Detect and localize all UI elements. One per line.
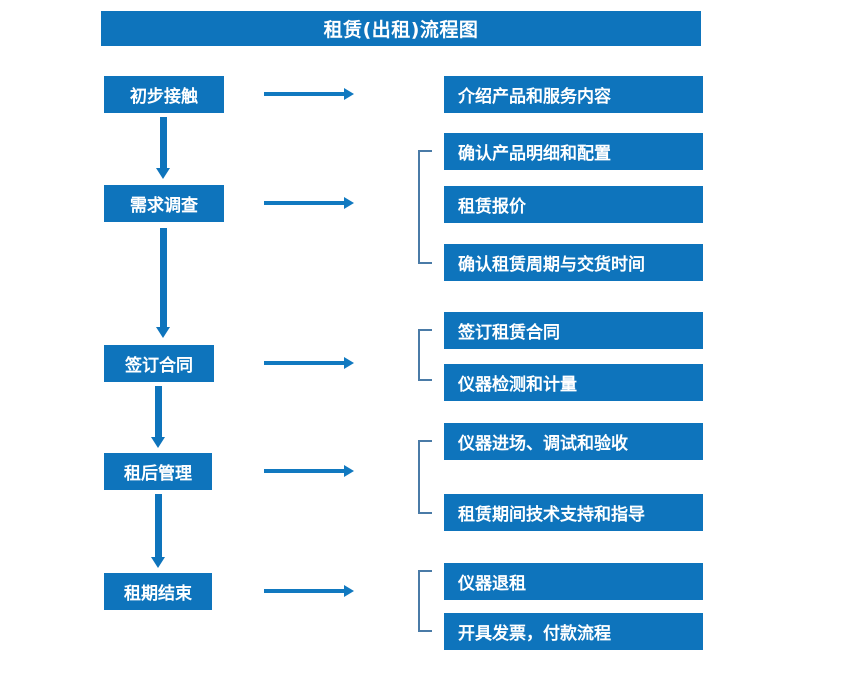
detail-label: 确认租赁周期与交货时间: [458, 255, 645, 275]
detail-arrow-right-icon-2: [264, 197, 354, 209]
detail-arrow-right-icon-4: [264, 465, 354, 477]
detail-label: 租赁期间技术支持和指导: [458, 505, 645, 525]
stage-box-初步接触[interactable]: 初步接触: [104, 76, 224, 113]
stage-label: 签订合同: [125, 356, 193, 376]
detail-arrow-right-icon-1: [264, 88, 354, 100]
detail-label: 仪器检测和计量: [458, 375, 577, 395]
detail-label: 确认产品明细和配置: [458, 144, 611, 164]
detail-box-确认租赁周期与交货时间[interactable]: 确认租赁周期与交货时间: [444, 244, 703, 281]
stage-box-需求调查[interactable]: 需求调查: [104, 185, 224, 222]
flow-arrow-down-icon-2: [156, 228, 170, 338]
stage-label: 租后管理: [124, 464, 192, 484]
stage-label: 租期结束: [124, 584, 192, 604]
detail-label: 开具发票，付款流程: [458, 624, 611, 644]
stage-label: 需求调查: [130, 196, 198, 216]
stage-label: 初步接触: [130, 87, 198, 107]
group-bracket-4: [418, 440, 432, 514]
detail-label: 介绍产品和服务内容: [458, 87, 611, 107]
group-bracket-2: [418, 150, 432, 264]
detail-box-签订租赁合同[interactable]: 签订租赁合同: [444, 312, 703, 349]
detail-box-仪器检测和计量[interactable]: 仪器检测和计量: [444, 364, 703, 401]
stage-box-签订合同[interactable]: 签订合同: [104, 345, 214, 382]
page-title: 租赁(出租)流程图: [101, 11, 701, 46]
detail-box-租赁报价[interactable]: 租赁报价: [444, 186, 703, 223]
detail-label: 仪器进场、调试和验收: [458, 434, 628, 454]
detail-box-租赁期间技术支持和指导[interactable]: 租赁期间技术支持和指导: [444, 494, 703, 531]
detail-label: 签订租赁合同: [458, 323, 560, 343]
detail-arrow-right-icon-3: [264, 357, 354, 369]
stage-box-租后管理[interactable]: 租后管理: [104, 453, 212, 490]
detail-arrow-right-icon-5: [264, 585, 354, 597]
flow-arrow-down-icon-4: [151, 494, 165, 568]
detail-box-确认产品明细和配置[interactable]: 确认产品明细和配置: [444, 133, 703, 170]
group-bracket-5: [418, 570, 432, 632]
detail-label: 租赁报价: [458, 197, 526, 217]
detail-label: 仪器退租: [458, 574, 526, 594]
group-bracket-3: [418, 329, 432, 381]
stage-box-租期结束[interactable]: 租期结束: [104, 573, 212, 610]
detail-box-开具发票付款流程[interactable]: 开具发票，付款流程: [444, 613, 703, 650]
flow-arrow-down-icon-3: [151, 386, 165, 448]
flow-arrow-down-icon-1: [156, 117, 170, 179]
detail-box-仪器退租[interactable]: 仪器退租: [444, 563, 703, 600]
detail-box-仪器进场调试和验收[interactable]: 仪器进场、调试和验收: [444, 423, 703, 460]
detail-box-介绍产品和服务内容[interactable]: 介绍产品和服务内容: [444, 76, 703, 113]
